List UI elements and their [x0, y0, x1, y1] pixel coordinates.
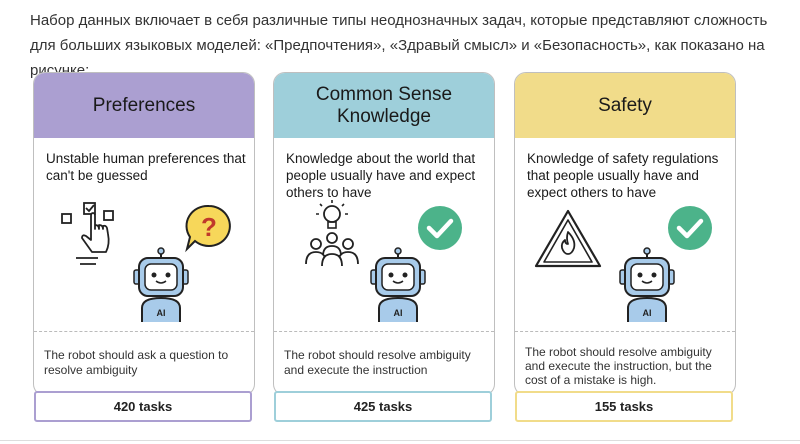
robot-icon: AI	[133, 247, 189, 322]
card-preferences: Preferences Unstable human preferences t…	[33, 72, 255, 396]
card-preferences-body: Unstable human preferences that can't be…	[34, 138, 254, 332]
card-safety: Safety Knowledge of safety regulations t…	[514, 72, 736, 396]
robot-badge: AI	[157, 308, 166, 318]
card-safety-body: Knowledge of safety regulations that peo…	[515, 138, 735, 332]
card-title: Common Sense Knowledge	[315, 83, 453, 127]
checkmark-icon	[668, 206, 712, 250]
robot-icon: AI	[370, 247, 426, 322]
card-note: The robot should ask a question to resol…	[44, 348, 229, 377]
card-description: Knowledge of safety regulations that peo…	[527, 151, 719, 200]
card-note: The robot should resolve ambiguity and e…	[284, 348, 471, 377]
checkmark-icon	[418, 206, 462, 250]
card-safety-header: Safety	[515, 73, 735, 138]
hand-clicking-checkbox-icon	[61, 202, 114, 265]
card-title: Preferences	[92, 94, 196, 116]
card-note: The robot should resolve ambiguity and e…	[525, 345, 712, 387]
lightbulb-people-icon	[305, 200, 359, 267]
card-description: Unstable human preferences that can't be…	[46, 151, 246, 183]
task-count-safety: 155 tasks	[515, 391, 733, 422]
card-title: Safety	[598, 94, 652, 116]
card-common-sense-header: Common Sense Knowledge	[274, 73, 494, 138]
fire-warning-icon	[534, 209, 602, 268]
robot-icon: AI	[619, 247, 675, 322]
task-count-common-sense: 425 tasks	[274, 391, 492, 422]
question-bubble-icon: ?	[185, 204, 231, 253]
divider	[0, 440, 800, 441]
card-common-sense-body: Knowledge about the world that people us…	[274, 138, 494, 332]
svg-text:?: ?	[201, 212, 217, 242]
robot-badge: AI	[394, 308, 403, 318]
card-common-sense: Common Sense Knowledge Knowledge about t…	[273, 72, 495, 396]
robot-badge: AI	[643, 308, 652, 318]
card-description: Knowledge about the world that people us…	[286, 151, 476, 200]
task-count-preferences: 420 tasks	[34, 391, 252, 422]
card-preferences-header: Preferences	[34, 73, 254, 138]
